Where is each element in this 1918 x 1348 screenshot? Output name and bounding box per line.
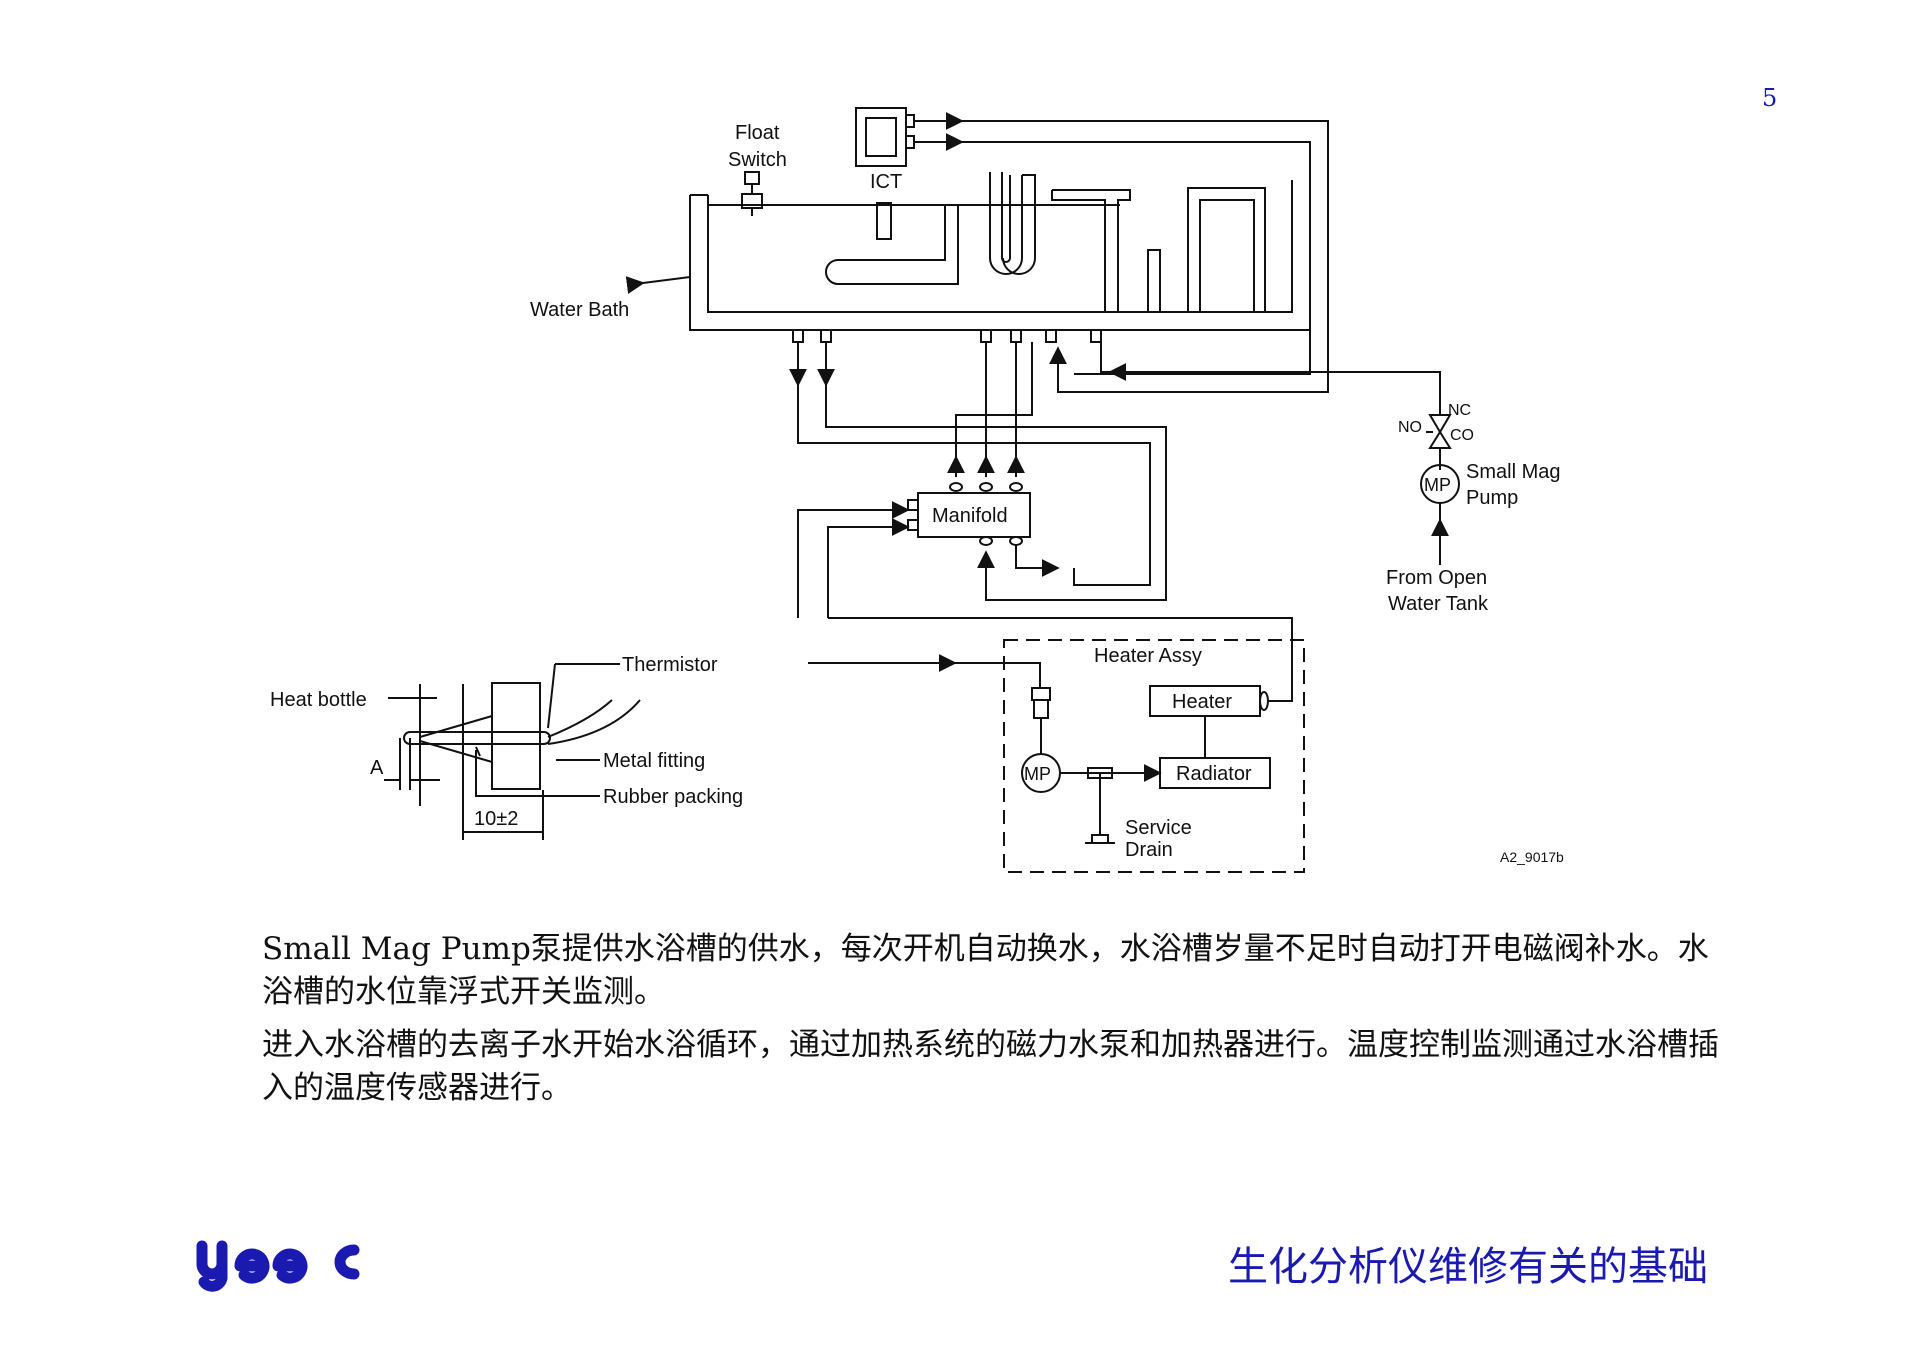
label-from-open: From Open bbox=[1386, 567, 1487, 589]
paragraph-bath-circulation: 进入水浴槽的去离子水开始水浴循环，通过加热系统的磁力水泵和加热器进行。温度控制监… bbox=[262, 1027, 1719, 1106]
label-radiator: Radiator bbox=[1176, 763, 1252, 785]
radiator-box bbox=[1159, 757, 1271, 789]
water-bath-tank bbox=[689, 172, 1311, 331]
label-valve-nc: NC bbox=[1448, 402, 1471, 419]
label-heater-assy: Heater Assy bbox=[1094, 645, 1202, 667]
float-switch bbox=[741, 171, 763, 216]
ict-sensor bbox=[855, 107, 915, 167]
label-pump-mp: MP bbox=[1424, 475, 1451, 495]
label-thermistor: Thermistor bbox=[622, 654, 718, 676]
label-dim-10: 10±2 bbox=[474, 808, 518, 830]
thermistor-detail bbox=[384, 663, 641, 840]
label-figure-id: A2_9017b bbox=[1500, 849, 1564, 865]
label-water-bath: Water Bath bbox=[530, 299, 629, 321]
label-dim-a: A bbox=[370, 757, 384, 779]
label-valve-no: NO bbox=[1398, 419, 1422, 436]
label-drain: Drain bbox=[1125, 839, 1173, 861]
footer-title: 生化分析仪维修有关的基础 bbox=[1228, 1244, 1708, 1290]
heater-assy-box bbox=[1003, 639, 1305, 873]
label-metal-fitting: Metal fitting bbox=[603, 750, 705, 772]
label-switch: Switch bbox=[728, 149, 787, 171]
label-heat-bottle: Heat bottle bbox=[270, 689, 367, 711]
yeec-logo bbox=[196, 1240, 360, 1292]
label-heater: Heater bbox=[1172, 691, 1232, 713]
paragraph-water-supply: Small Mag Pump泵提供水浴槽的供水，每次开机自动换水，水浴槽岁量不足… bbox=[262, 931, 1709, 1010]
manifold-box bbox=[917, 492, 1031, 538]
label-service: Service bbox=[1125, 817, 1192, 839]
label-rubber-packing: Rubber packing bbox=[603, 786, 743, 808]
water-bath-flow-diagram: Float Switch ICT Water Bath Manifold NO … bbox=[270, 107, 1564, 873]
label-small-mag: Small Mag bbox=[1466, 461, 1560, 483]
label-pump: Pump bbox=[1466, 487, 1518, 509]
label-manifold: Manifold bbox=[932, 505, 1008, 527]
label-float: Float bbox=[735, 122, 780, 144]
label-heater-mp: MP bbox=[1024, 764, 1051, 784]
page-number: 5 bbox=[1762, 84, 1778, 112]
label-valve-co: CO bbox=[1450, 427, 1474, 444]
bath-ports bbox=[792, 329, 1102, 343]
label-water-tank: Water Tank bbox=[1388, 593, 1489, 615]
label-ict: ICT bbox=[870, 171, 902, 193]
